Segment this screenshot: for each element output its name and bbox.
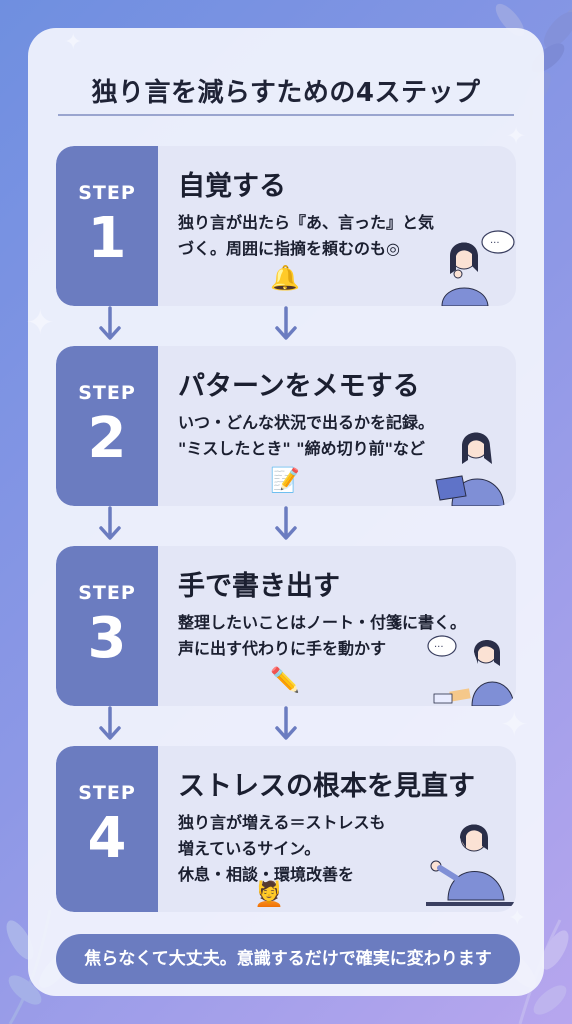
down-arrow-icon <box>99 506 121 540</box>
step-heading: ストレスの根本を見直す <box>178 771 475 802</box>
svg-text:···: ··· <box>434 642 444 653</box>
step-heading: 自覚する <box>178 171 286 202</box>
step-number: 4 <box>87 806 127 871</box>
step-card-3: STEP 3 手で書き出す 整理したいことはノート・付箋に書く。 声に出す代わり… <box>56 546 516 706</box>
step-badge: STEP 2 <box>56 346 158 506</box>
step-description-line: "ミスしたとき" "締め切り前"など <box>178 439 425 458</box>
step-heading: パターンをメモする <box>178 371 420 402</box>
woman-relaxing-illustration <box>426 824 516 906</box>
step-description-line: 独り言が増える＝ストレスも <box>178 813 386 832</box>
thinking-woman-illustration: ··· <box>441 230 515 306</box>
step-number: 1 <box>87 206 127 271</box>
step-description-line: 声に出す代わりに手を動かす <box>178 639 387 658</box>
step-description-line: 整理したいことはノート・付箋に書く。 <box>178 613 467 632</box>
step-description: いつ・どんな状況で出るかを記録。 "ミスしたとき" "締め切り前"など <box>178 410 508 462</box>
step-description-line: 休息・相談・環境改善を <box>178 865 355 884</box>
pencil-icon: ✏️ <box>270 666 300 694</box>
step-description-line: づく。周囲に指摘を頼むのも◎ <box>178 239 400 258</box>
step-card-2: STEP 2 パターンをメモする いつ・どんな状況で出るかを記録。 "ミスしたと… <box>56 346 516 506</box>
down-arrow-icon <box>275 306 297 340</box>
woman-writing-notebook-illustration <box>435 432 505 506</box>
page-title: 独り言を減らすための4ステップ <box>91 78 481 108</box>
step-heading: 手で書き出す <box>178 571 340 602</box>
massage-icon: 💆 <box>254 880 284 908</box>
step-badge: STEP 4 <box>56 746 158 912</box>
down-arrow-icon <box>275 506 297 540</box>
memo-icon: 📝 <box>270 466 300 494</box>
step-number: 2 <box>87 406 127 471</box>
step-label: STEP <box>78 782 136 804</box>
down-arrow-icon <box>99 706 121 740</box>
footer-message: 焦らなくて大丈夫。意識するだけで確実に変わります <box>56 934 520 984</box>
step-description: 独り言が増える＝ストレスも 増えているサイン。 休息・相談・環境改善を <box>178 810 508 888</box>
step-number: 3 <box>87 606 127 671</box>
woman-writing-desk-illustration: ··· <box>427 635 515 706</box>
step-description: 独り言が出たら『あ、言った』と気 づく。周囲に指摘を頼むのも◎ <box>178 210 508 262</box>
bell-icon: 🔔 <box>270 264 300 292</box>
step-description-line: いつ・どんな状況で出るかを記録。 <box>178 413 435 432</box>
step-label: STEP <box>78 382 136 404</box>
title-divider <box>58 114 514 116</box>
step-badge: STEP 1 <box>56 146 158 306</box>
svg-text:···: ··· <box>490 238 500 249</box>
step-description: 整理したいことはノート・付箋に書く。 声に出す代わりに手を動かす <box>178 610 508 662</box>
step-description-line: 増えているサイン。 <box>178 839 321 858</box>
down-arrow-icon <box>99 306 121 340</box>
step-badge: STEP 3 <box>56 546 158 706</box>
step-description-line: 独り言が出たら『あ、言った』と気 <box>178 213 435 232</box>
step-label: STEP <box>78 582 136 604</box>
step-card-4: STEP 4 ストレスの根本を見直す 独り言が増える＝ストレスも 増えているサイ… <box>56 746 516 912</box>
down-arrow-icon <box>275 706 297 740</box>
step-card-1: STEP 1 自覚する 独り言が出たら『あ、言った』と気 づく。周囲に指摘を頼む… <box>56 146 516 306</box>
step-label: STEP <box>78 182 136 204</box>
